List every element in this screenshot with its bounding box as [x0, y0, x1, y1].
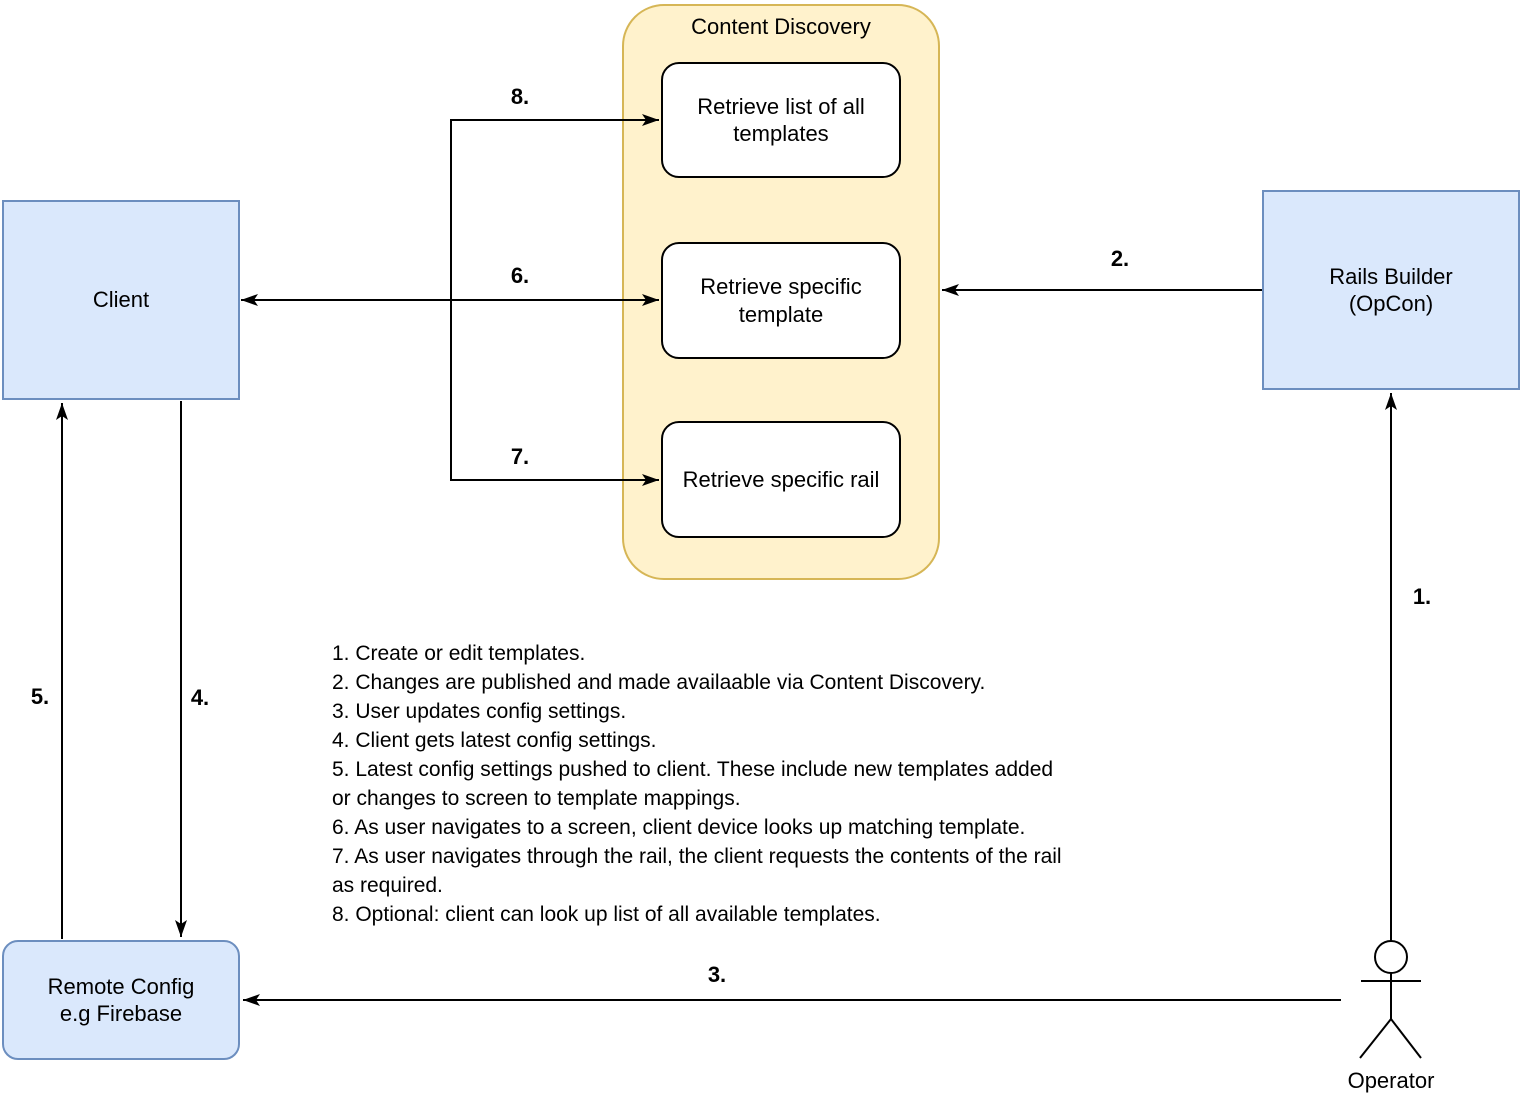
node-label: Retrieve specific template — [700, 274, 862, 327]
node-retrieve-specific-template: Retrieve specific template — [661, 242, 901, 359]
content-discovery-title: Content Discovery — [691, 14, 871, 39]
edge-label-2: 2. — [1110, 246, 1130, 271]
node-retrieve-list-of-all-templates: Retrieve list of all templates — [661, 62, 901, 178]
notes-list: 1. Create or edit templates. 2. Changes … — [332, 642, 1062, 926]
node-remote-config: Remote Config e.g Firebase — [2, 940, 240, 1060]
node-client: Client — [2, 200, 240, 400]
node-label: Retrieve specific rail — [682, 466, 880, 492]
edge-label-6: 6. — [510, 263, 530, 288]
edge-label-7: 7. — [510, 444, 530, 469]
node-rails-builder: Rails Builder (OpCon) — [1262, 190, 1520, 390]
node-label: Remote Config e.g Firebase — [47, 973, 195, 1027]
edge-label-4: 4. — [190, 685, 210, 710]
edge-label-5: 5. — [30, 684, 50, 709]
operator-actor-icon — [1359, 940, 1422, 1059]
operator-label: Operator — [1347, 1068, 1435, 1093]
edge-label-3: 3. — [707, 962, 727, 987]
node-label: Rails Builder (OpCon) — [1329, 263, 1453, 317]
node-label: Retrieve list of all templates — [697, 93, 865, 147]
node-retrieve-specific-rail: Retrieve specific rail — [661, 421, 901, 538]
edge-label-8: 8. — [510, 84, 530, 109]
node-label: Client — [92, 287, 150, 313]
edge-label-1: 1. — [1412, 584, 1432, 609]
